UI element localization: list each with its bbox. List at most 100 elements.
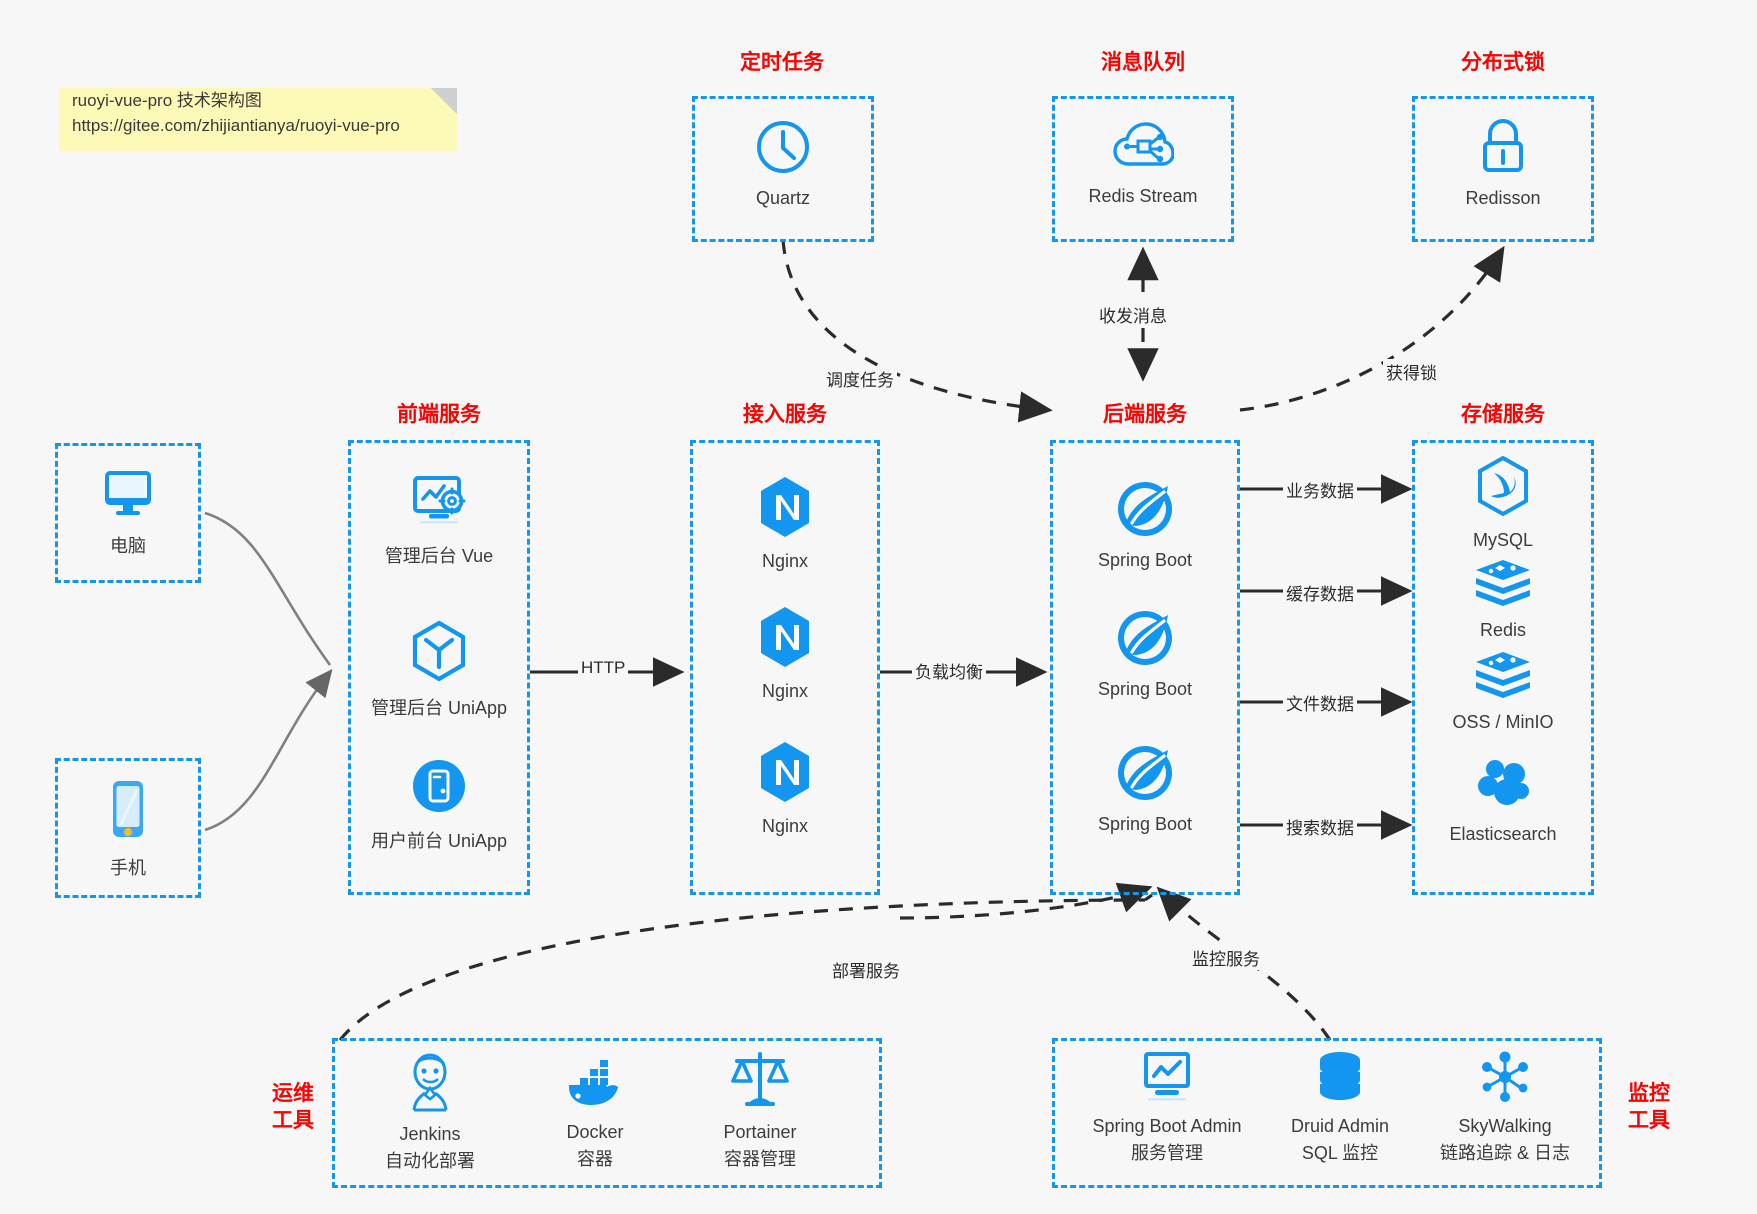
- node-sublabel: 容器: [577, 1149, 613, 1169]
- node-phone[interactable]: 手机: [55, 778, 201, 880]
- node-admin-uniapp[interactable]: 管理后台 UniApp: [348, 620, 530, 720]
- node-label: Nginx: [761, 681, 809, 701]
- monitor-title-line2: 工具: [1628, 1109, 1670, 1132]
- edge-label-file-data: 文件数据: [1283, 690, 1357, 715]
- node-sublabel: 自动化部署: [385, 1151, 475, 1171]
- node-label: SkyWalking: [1458, 1116, 1552, 1136]
- clock-icon: [754, 118, 812, 181]
- node-label: 管理后台 UniApp: [370, 698, 508, 718]
- note-fold-corner: [431, 88, 457, 114]
- note-url: https://gitee.com/zhijiantianya/ruoyi-vu…: [72, 116, 400, 135]
- node-redis[interactable]: Redis: [1412, 558, 1594, 641]
- node-label: Jenkins: [399, 1124, 461, 1144]
- note-title: ruoyi-vue-pro 技术架构图: [72, 91, 262, 110]
- nginx-icon: [756, 475, 814, 544]
- node-quartz[interactable]: Quartz: [692, 118, 874, 209]
- node-label: 手机: [110, 858, 146, 878]
- group-title-scheduled-task: 定时任务: [740, 51, 824, 74]
- node-sublabel: SQL 监控: [1301, 1143, 1379, 1163]
- spring-leaf-icon: [1114, 607, 1176, 672]
- group-box-monitor: [1052, 1038, 1602, 1188]
- mobile-circle-icon: [410, 757, 468, 820]
- docker-whale-icon: [563, 1058, 627, 1115]
- group-title-devops: 运维 工具: [258, 1080, 328, 1134]
- node-redis-stream[interactable]: Redis Stream: [1052, 120, 1234, 207]
- group-title-monitor: 监控 工具: [1614, 1080, 1684, 1134]
- node-portainer[interactable]: Portainer 容器管理: [680, 1048, 840, 1171]
- devops-title-line2: 工具: [272, 1109, 314, 1132]
- edge-label-cache-data: 缓存数据: [1283, 580, 1357, 605]
- edge-label-schedule-task: 调度任务: [823, 366, 897, 391]
- node-nginx-2[interactable]: Nginx: [690, 605, 880, 702]
- node-label: Elasticsearch: [1449, 824, 1557, 844]
- node-label: Redisson: [1465, 188, 1541, 208]
- edge-label-send-receive-message: 收发消息: [1096, 302, 1170, 327]
- group-box-message-queue: [1052, 96, 1234, 242]
- node-label: Nginx: [761, 816, 809, 836]
- node-admin-vue[interactable]: 管理后台 Vue: [348, 474, 530, 568]
- node-redisson[interactable]: Redisson: [1412, 116, 1594, 209]
- cloud-network-icon: [1112, 120, 1175, 179]
- node-user-uniapp[interactable]: 用户前台 UniApp: [348, 757, 530, 853]
- node-oss-minio[interactable]: OSS / MinIO: [1412, 650, 1594, 733]
- node-computer[interactable]: 电脑: [55, 468, 201, 558]
- node-label: 管理后台 Vue: [384, 546, 494, 566]
- node-label: Spring Boot: [1097, 679, 1193, 699]
- node-label: 电脑: [110, 536, 146, 556]
- hexagon-cube-icon: [409, 620, 469, 687]
- group-box-distributed-lock: [1412, 96, 1594, 242]
- node-label: 用户前台 UniApp: [370, 831, 508, 851]
- group-title-backend: 后端服务: [1103, 403, 1187, 426]
- node-sublabel: 服务管理: [1131, 1143, 1203, 1163]
- devops-title-line1: 运维: [272, 1082, 314, 1105]
- monitor-title-line1: 监控: [1628, 1082, 1670, 1105]
- edge-label-acquire-lock: 获得锁: [1383, 359, 1440, 384]
- monitor-icon: [99, 468, 157, 525]
- node-jenkins[interactable]: Jenkins 自动化部署: [350, 1050, 510, 1173]
- sticky-note: ruoyi-vue-pro 技术架构图 https://gitee.com/zh…: [59, 88, 457, 151]
- group-box-devops: [332, 1038, 882, 1188]
- group-title-message-queue: 消息队列: [1101, 51, 1185, 74]
- node-mysql[interactable]: MySQL: [1412, 455, 1594, 551]
- group-box-computer: [55, 443, 201, 583]
- node-label: Portainer: [723, 1122, 797, 1142]
- spring-leaf-icon: [1114, 742, 1176, 807]
- nginx-icon: [756, 740, 814, 809]
- node-elasticsearch[interactable]: Elasticsearch: [1412, 758, 1594, 845]
- node-label: Nginx: [761, 551, 809, 571]
- group-title-distributed-lock: 分布式锁: [1461, 51, 1545, 74]
- edge-label-business-data: 业务数据: [1283, 477, 1357, 502]
- node-springboot-2[interactable]: Spring Boot: [1050, 607, 1240, 700]
- node-springboot-3[interactable]: Spring Boot: [1050, 742, 1240, 835]
- node-druid-admin[interactable]: Druid Admin SQL 监控: [1260, 1050, 1420, 1165]
- node-skywalking[interactable]: SkyWalking 链路追踪 & 日志: [1420, 1050, 1590, 1165]
- node-nginx-3[interactable]: Nginx: [690, 740, 880, 837]
- edge-label-monitor-service: 监控服务: [1189, 945, 1263, 970]
- redis-stack-icon: [1473, 650, 1533, 705]
- node-label: Spring Boot: [1097, 814, 1193, 834]
- node-nginx-1[interactable]: Nginx: [690, 475, 880, 572]
- redis-stack-icon: [1473, 558, 1533, 613]
- node-label: Redis Stream: [1088, 186, 1198, 206]
- node-sublabel: 链路追踪 & 日志: [1439, 1143, 1570, 1163]
- node-springboot-1[interactable]: Spring Boot: [1050, 478, 1240, 571]
- group-box-gateway: [690, 440, 880, 895]
- node-label: Druid Admin: [1290, 1116, 1390, 1136]
- group-box-phone: [55, 758, 201, 898]
- group-title-gateway: 接入服务: [743, 403, 827, 426]
- smartphone-icon: [105, 778, 151, 847]
- nginx-icon: [756, 605, 814, 674]
- lock-icon: [1475, 116, 1531, 181]
- monitor-chart-icon: [1137, 1050, 1197, 1109]
- node-docker[interactable]: Docker 容器: [515, 1058, 675, 1171]
- node-label: Docker: [566, 1122, 624, 1142]
- edge-label-search-data: 搜索数据: [1283, 814, 1357, 839]
- node-spring-boot-admin[interactable]: Spring Boot Admin 服务管理: [1072, 1050, 1262, 1165]
- scales-icon: [729, 1048, 791, 1115]
- skywalking-node-icon: [1476, 1050, 1534, 1109]
- node-label: Quartz: [755, 188, 811, 208]
- node-label: Spring Boot Admin: [1092, 1116, 1242, 1136]
- mysql-dolphin-icon: [1474, 455, 1532, 523]
- node-label: OSS / MinIO: [1452, 712, 1554, 732]
